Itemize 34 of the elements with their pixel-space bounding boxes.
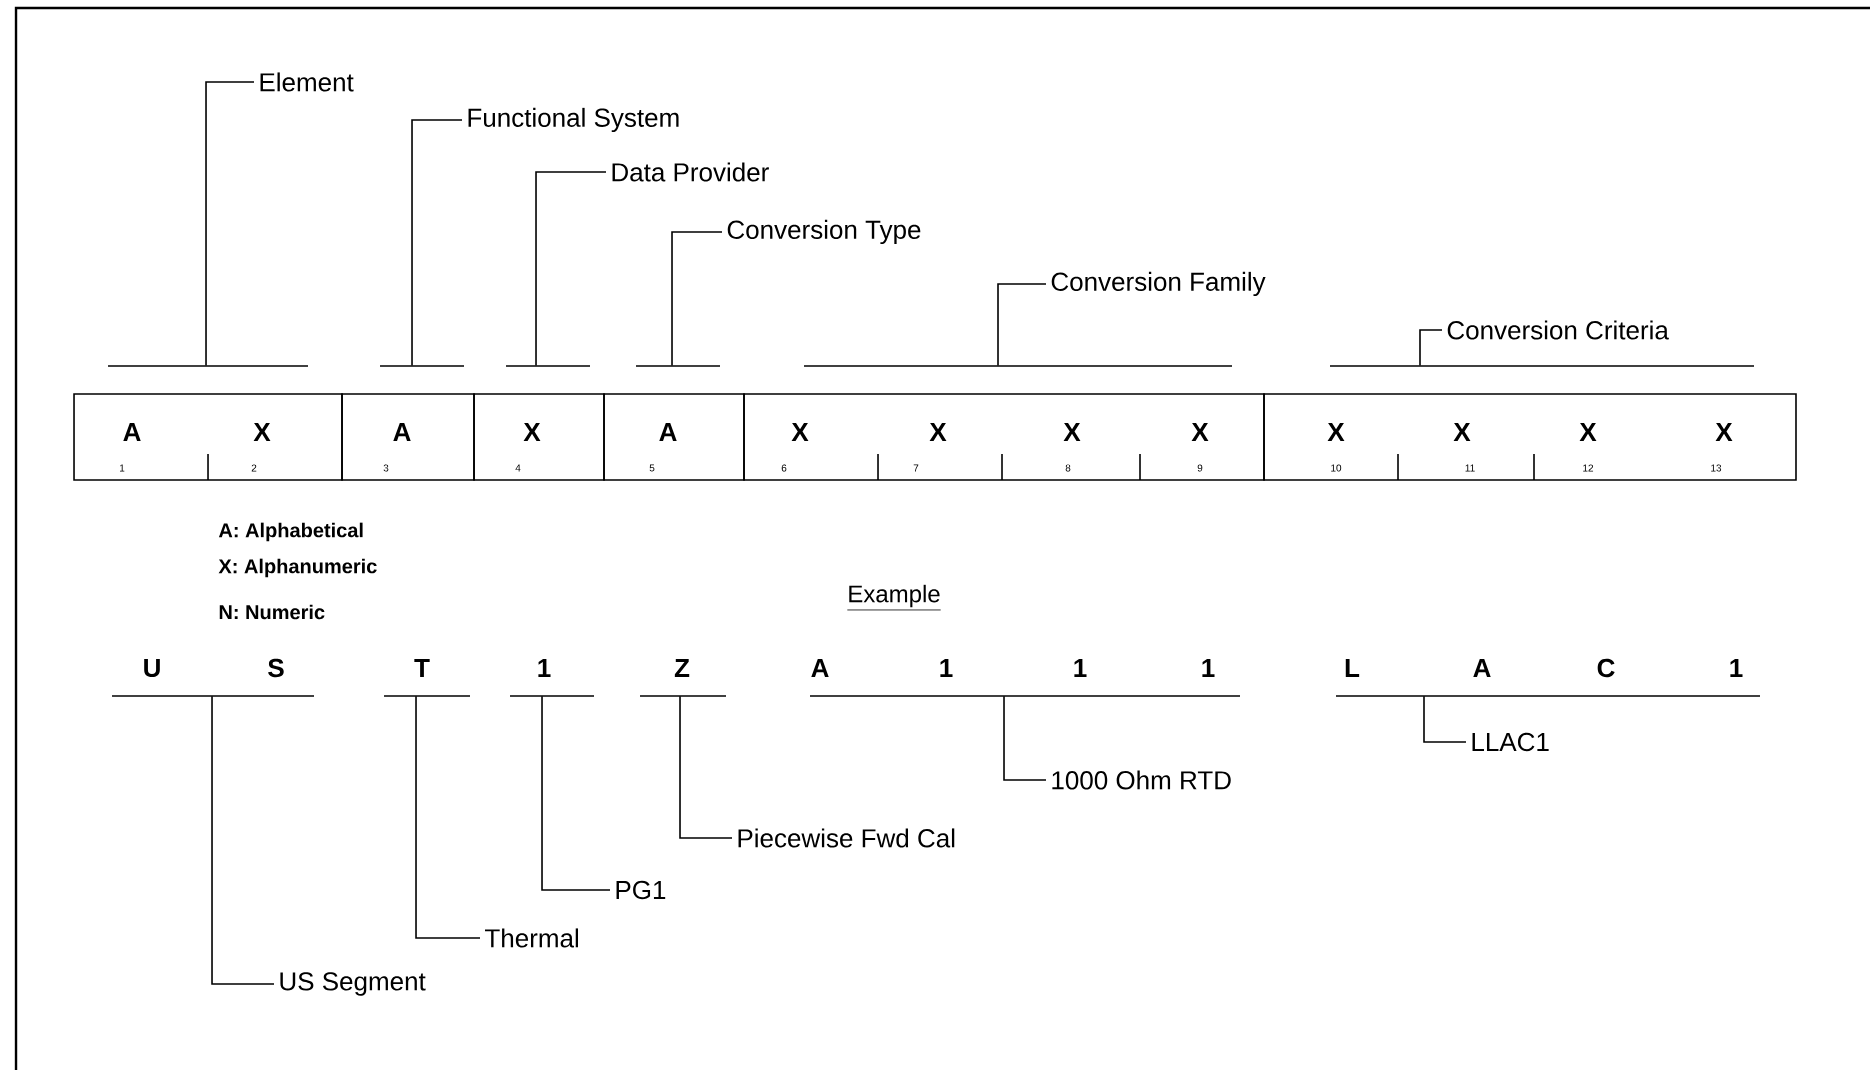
leader-line: [535, 171, 607, 367]
leader-line: [411, 119, 463, 367]
leader-line: [671, 231, 723, 367]
leader-line: [1419, 329, 1443, 367]
field-label: PG1: [616, 880, 666, 900]
example-heading: Example: [846, 584, 942, 611]
field-label: Thermal: [485, 928, 579, 948]
field-label: Conversion Type: [727, 219, 921, 245]
leader-line: [211, 695, 275, 985]
leader-line: [997, 283, 1047, 367]
field-label: LLAC1: [1472, 732, 1549, 752]
field-label: 1000 Ohm RTD: [1052, 770, 1231, 790]
field-label: Piecewise Fwd Cal: [738, 828, 955, 848]
leader-line: [541, 695, 611, 891]
leader-line: [679, 695, 733, 839]
example-code-group: A 1 1 1: [809, 659, 1241, 697]
example-code-group: 1: [509, 659, 595, 697]
field-label: Data Provider: [612, 162, 769, 182]
field-label: US Segment: [280, 972, 426, 996]
example-code-group: L A C 1: [1335, 658, 1761, 697]
field-label: Element: [260, 72, 354, 92]
legend-text: N: Numeric: [219, 604, 325, 620]
legend-text: A: Alphabetical: [218, 522, 363, 542]
leader-line: [415, 695, 481, 939]
legend-text: X: Alphanumeric: [218, 558, 377, 578]
field-label: Conversion Family: [1051, 271, 1266, 297]
leader-line: [1003, 695, 1047, 781]
example-code-group: Z: [639, 659, 727, 697]
example-code-group: U S: [111, 658, 315, 697]
example-code-group: T: [383, 659, 471, 697]
field-label: Conversion Criteria: [1447, 320, 1669, 340]
leader-line: [205, 81, 255, 367]
field-label: Functional System: [468, 107, 679, 133]
leader-line: [1423, 695, 1467, 743]
